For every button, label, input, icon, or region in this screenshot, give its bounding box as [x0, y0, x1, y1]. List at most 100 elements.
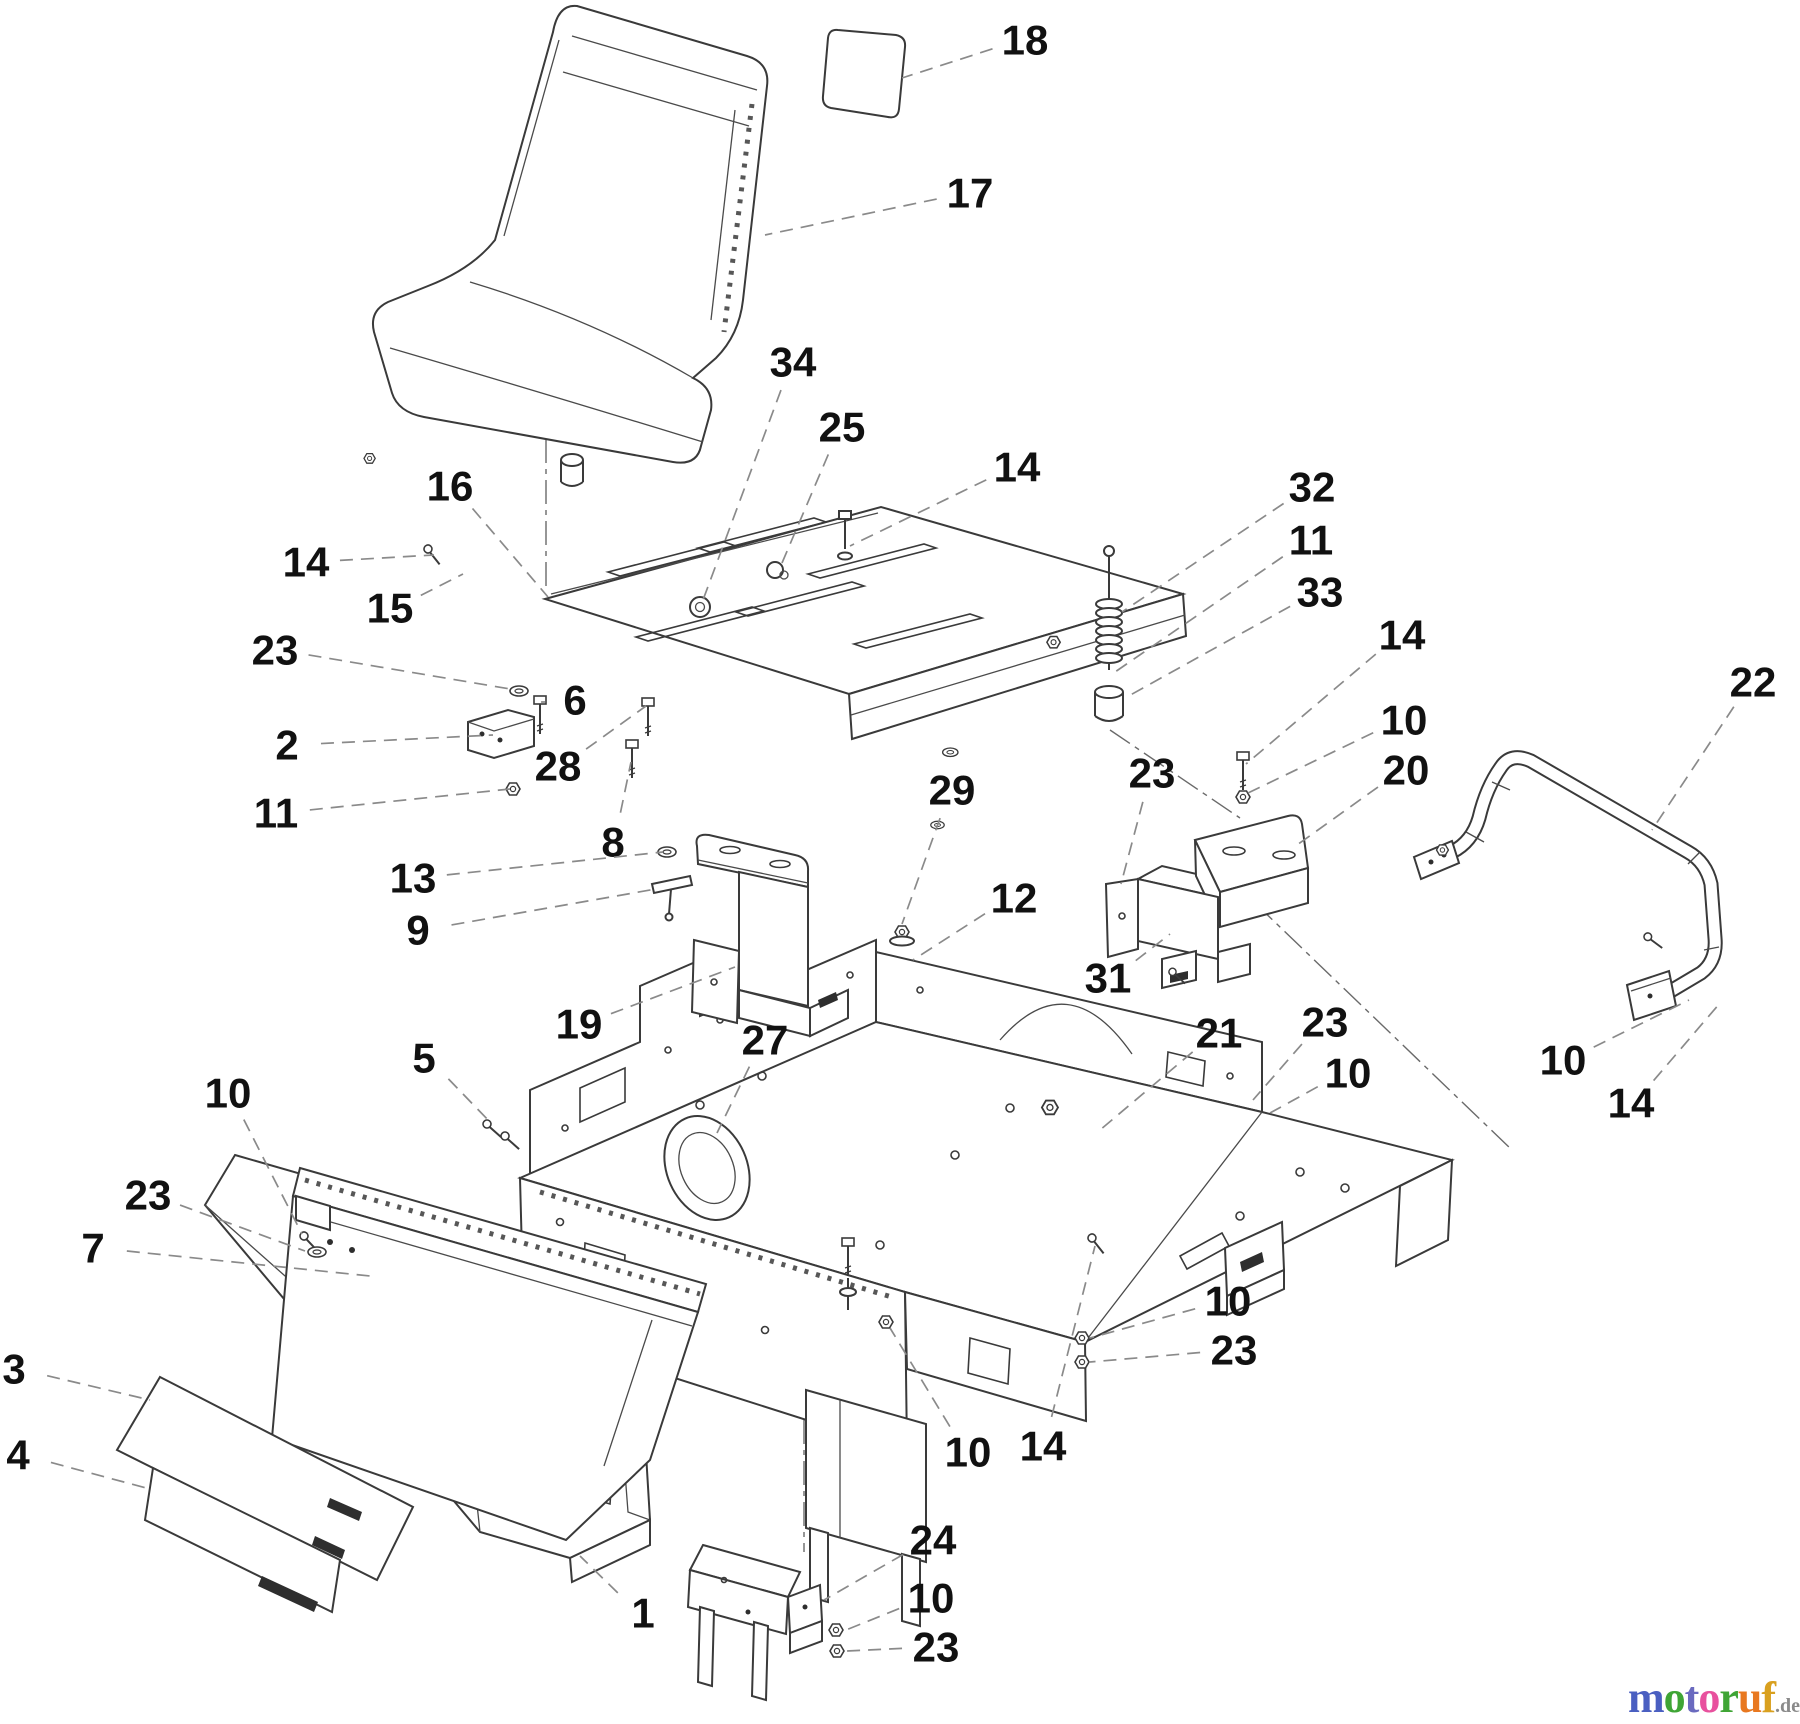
leader-line-16: [471, 507, 549, 598]
watermark-letter: f: [1761, 1673, 1776, 1722]
panel-face: [270, 1194, 700, 1542]
part-number-10: 10: [1205, 1278, 1252, 1325]
screw-part-14: [419, 542, 447, 566]
leader-line-23: [308, 654, 517, 691]
leader-line-2: [320, 734, 494, 745]
part-number-14: 14: [283, 539, 330, 586]
watermark-logo: motoruf.de: [1628, 1672, 1800, 1723]
leader-line-24: [823, 1553, 904, 1601]
part-number-23: 23: [252, 627, 299, 674]
leader-line-32: [1121, 502, 1285, 613]
leader-line-23: [1120, 801, 1144, 885]
part-front-panel-7: [270, 1166, 708, 1542]
part-number-10: 10: [1540, 1037, 1587, 1084]
watermark-letter: m: [1628, 1673, 1665, 1722]
part-number-23: 23: [1211, 1327, 1258, 1374]
part-number-4: 4: [6, 1432, 30, 1479]
part-number-10: 10: [908, 1575, 955, 1622]
handle-end-tab: [1412, 839, 1461, 881]
leader-line-10: [845, 1607, 900, 1631]
leader-line-1: [579, 1555, 619, 1594]
watermark-letter: t: [1684, 1673, 1700, 1722]
part-number-17: 17: [947, 170, 994, 217]
leader-line-10: [1593, 999, 1690, 1048]
leader-line-18: [901, 48, 993, 79]
part-number-23: 23: [1129, 750, 1176, 797]
leader-line-33: [1124, 605, 1291, 699]
part-number-6: 6: [563, 677, 586, 724]
washer-part-23: [307, 1246, 327, 1258]
leader-line-23: [846, 1647, 903, 1652]
leader-line-15: [420, 573, 464, 597]
part-number-14: 14: [994, 444, 1041, 491]
part-number-16: 16: [427, 463, 474, 510]
watermark-letter: o: [1663, 1673, 1686, 1722]
leader-line-17: [764, 198, 937, 236]
leader-line-9: [451, 888, 657, 926]
part-number-20: 20: [1383, 747, 1430, 794]
bracket-20-top: [1193, 814, 1310, 894]
frame-wing-tab: [1394, 1158, 1454, 1268]
leader-line-28: [585, 705, 647, 750]
part-number-23: 23: [1302, 999, 1349, 1046]
washer-part-23: [941, 747, 959, 758]
part-number-33: 33: [1297, 569, 1344, 616]
leader-line-14: [1652, 1002, 1721, 1082]
leader-line-8: [619, 761, 632, 813]
part-number-24: 24: [910, 1517, 957, 1564]
frame-front-wall-right: [903, 1290, 1088, 1423]
leader-line-14: [1245, 653, 1377, 765]
part-seat-17: [372, 4, 769, 487]
part-number-11: 11: [254, 790, 298, 837]
part-number-14: 14: [1020, 1423, 1067, 1470]
frame-center-channel: [805, 1388, 927, 1564]
fastener-25: [766, 561, 784, 579]
part-number-19: 19: [556, 1001, 603, 1048]
part-number-25: 25: [819, 404, 866, 451]
part-spring-group: [1046, 545, 1124, 722]
part-number-7: 7: [81, 1225, 104, 1272]
nut-part-10: [1074, 1331, 1090, 1345]
part-number-31: 31: [1085, 955, 1132, 1002]
hardware-left-group: [363, 452, 694, 922]
seat-seams: [389, 35, 758, 443]
part-number-10: 10: [945, 1429, 992, 1476]
leader-line-14: [1050, 1245, 1096, 1418]
center-fastener-34: [689, 596, 711, 618]
spring-32: [1095, 598, 1123, 664]
part-number-14: 14: [1608, 1080, 1655, 1127]
part-number-32: 32: [1289, 464, 1336, 511]
part-number-28: 28: [535, 743, 582, 790]
bolt-part-14-head: [838, 510, 852, 520]
nut-part-11: [1046, 635, 1061, 649]
part-number-10: 10: [205, 1070, 252, 1117]
part-decal-3: [115, 1375, 415, 1582]
plate-slots: [605, 517, 985, 649]
seat-outline: [372, 4, 769, 464]
part-main-frame-21: [479, 938, 1455, 1628]
nut-part-10: [828, 1623, 844, 1637]
washer-part-23: [509, 685, 529, 697]
part-number-11: 11: [1289, 517, 1333, 564]
part-number-22: 22: [1730, 659, 1777, 706]
leader-line-3: [46, 1374, 151, 1401]
leader-line-10: [243, 1119, 303, 1235]
nut-part-15: [363, 452, 376, 464]
leader-line-22: [1651, 706, 1735, 831]
leader-line-10: [1245, 731, 1374, 795]
leader-line-10: [1089, 1307, 1196, 1339]
part-number-15: 15: [367, 585, 414, 632]
leader-line-13: [446, 851, 664, 876]
leader-line-11: [309, 788, 511, 811]
screw-part-14: [1641, 931, 1666, 949]
leader-line-11: [1114, 556, 1284, 673]
part-number-18: 18: [1002, 17, 1049, 64]
leader-line-23: [179, 1204, 306, 1252]
watermark-letter: u: [1737, 1673, 1763, 1722]
watermark-letter: r: [1719, 1673, 1739, 1722]
leader-line-10: [889, 1327, 951, 1428]
part-number-9: 9: [406, 907, 429, 954]
